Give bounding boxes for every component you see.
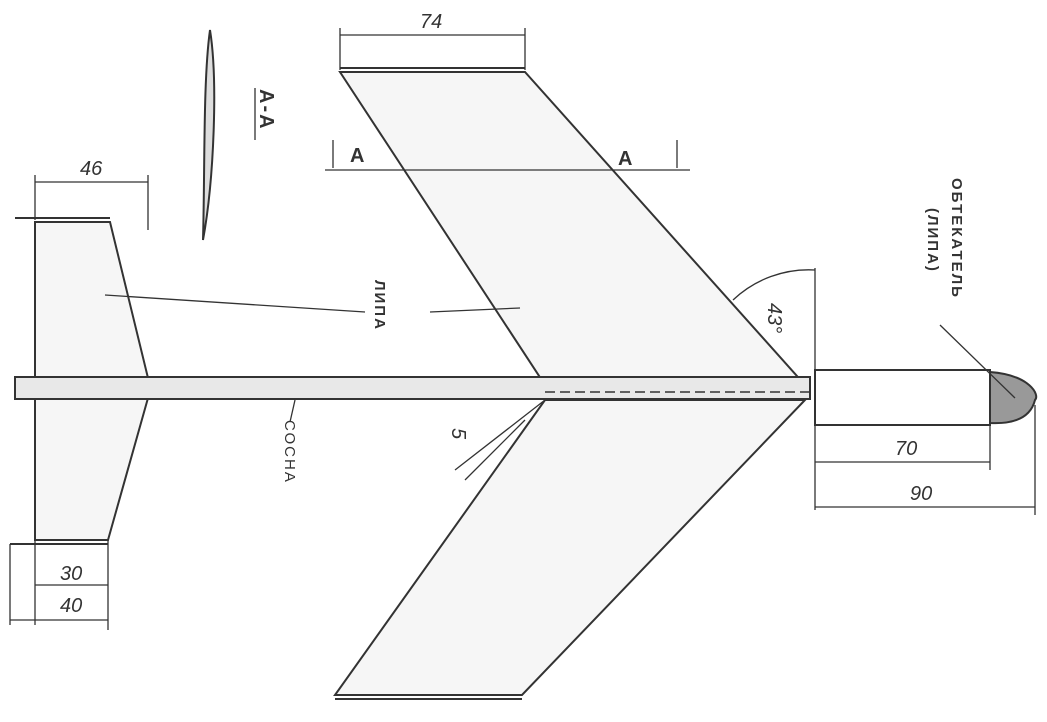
dim-nose-90: 90 [910, 483, 932, 505]
stabilizer-upper [34, 221, 150, 379]
label-fuselage-material: СОСНА [281, 420, 298, 484]
airfoil-section [202, 29, 216, 241]
fuselage [14, 376, 811, 400]
dim-stab-30: 30 [60, 563, 82, 585]
dim-nose-70: 70 [895, 438, 917, 460]
section-a-right: A [618, 148, 634, 170]
dim-stab-tip: 46 [80, 158, 103, 180]
label-wing-material: ЛИПА [371, 280, 388, 331]
dim-wing-tip: 74 [420, 11, 442, 33]
stabilizer-lower [34, 397, 150, 541]
dim-stab-40: 40 [60, 595, 82, 617]
wing-lower [333, 399, 808, 696]
section-mark: A-A [255, 89, 277, 131]
nose-body [814, 369, 991, 426]
dim-sweep-angle: 43° [763, 303, 785, 333]
label-nose: ОБТЕКАТЕЛЬ [948, 178, 965, 299]
wing-upper [338, 71, 808, 386]
dim-offset-5: 5 [447, 428, 469, 440]
section-a-left: A [350, 145, 366, 167]
label-nose-material: (ЛИПА) [924, 208, 941, 273]
